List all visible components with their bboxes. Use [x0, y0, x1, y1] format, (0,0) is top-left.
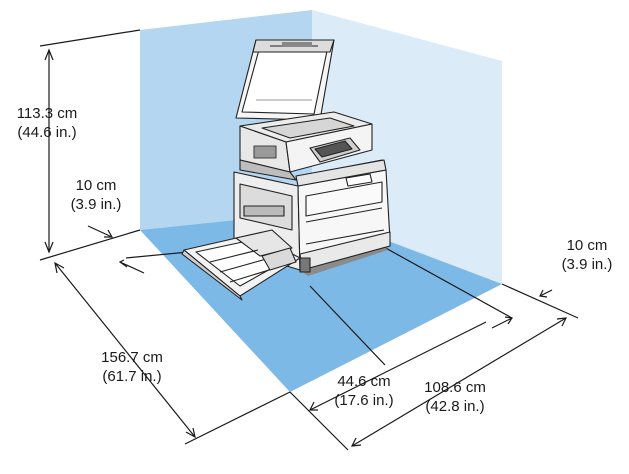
printer-illustration [181, 39, 391, 301]
total-width-imperial: (42.8 in.) [425, 398, 485, 415]
side-clearance-metric: 10 cm [566, 237, 608, 254]
depth-label: 156.7 cm (61.7 in.) [88, 348, 176, 386]
depth-metric: 156.7 cm [101, 349, 163, 366]
total-width-metric: 108.6 cm [424, 379, 486, 396]
rear-clearance-metric: 10 cm [75, 177, 117, 194]
height-metric: 113.3 cm [16, 105, 78, 122]
side-clearance-imperial: (3.9 in.) [561, 256, 613, 273]
printer-width-metric: 44.6 cm [337, 373, 391, 390]
rear-clearance-label: 10 cm (3.9 in.) [66, 176, 126, 214]
side-clearance-label: 10 cm (3.9 in.) [552, 236, 622, 274]
dimension-lines [39, 29, 579, 451]
printer-width-label: 44.6 cm (17.6 in.) [324, 372, 404, 410]
height-label: 113.3 cm (44.6 in.) [6, 104, 88, 142]
total-width-label: 108.6 cm (42.8 in.) [414, 378, 496, 416]
printer-width-imperial: (17.6 in.) [334, 392, 394, 409]
depth-imperial: (61.7 in.) [102, 368, 162, 385]
rear-clearance-imperial: (3.9 in.) [70, 196, 122, 213]
height-imperial: (44.6 in.) [17, 124, 77, 141]
